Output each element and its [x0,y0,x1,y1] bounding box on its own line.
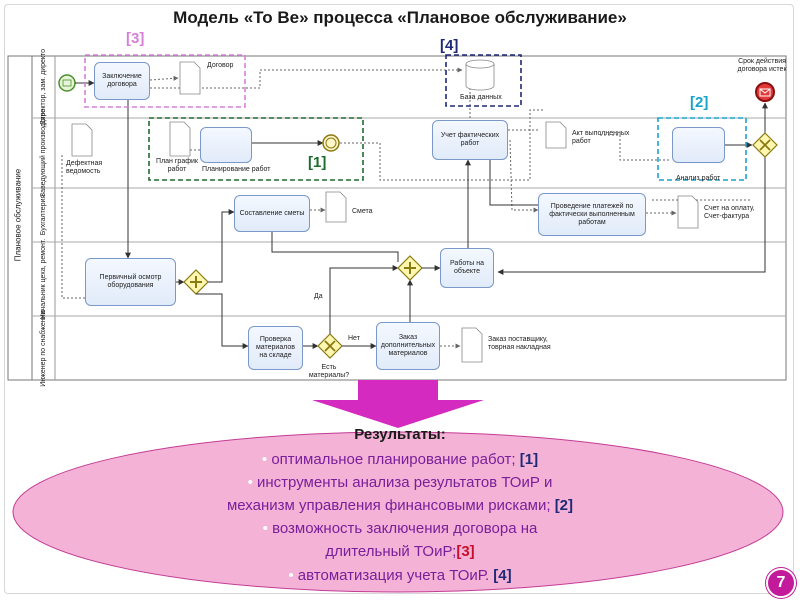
task-check-materials[interactable]: Проверка материалов на складе [248,326,303,370]
lane-label: Бухгалтерия [40,194,47,236]
doc-act-label: Акт выполненных работ [572,130,630,145]
lane-label: Инженер по снабжению [40,309,47,387]
task-payments[interactable]: Проведение платежей по фактически выполн… [538,193,646,236]
doc-contract-label: Договор [207,62,234,69]
tag-3: [3] [126,30,145,47]
doc-defect-label: Дефектная ведомость [66,160,103,175]
highlight-box-3 [84,54,246,108]
event-contract-expiry-label: Срок действия договора истек [737,58,787,73]
tag-1: [1] [308,154,327,171]
end-event [755,82,775,102]
results-item: механизм управления финансовыми рисками;… [226,497,574,514]
bpmn-diagram [7,54,787,381]
task-contract[interactable]: Заключение договора [94,62,150,100]
task-analysis-label: Анализ работ [676,175,721,182]
task-planning-icon-box[interactable] [200,127,252,163]
lane-label: Начальник цеха, ремонт. [40,238,47,320]
highlight-box-4 [445,54,522,107]
tag-4: [4] [440,37,459,54]
results-ellipse [12,431,784,593]
highlight-box-1 [148,117,364,181]
document-icon [71,61,699,363]
task-analysis-box[interactable] [672,127,725,163]
gateway-no-label: Нет [348,335,360,342]
tag-2: [2] [690,94,709,111]
task-object-works[interactable]: Работы на объекте [440,248,494,288]
page-number: 7 [776,574,786,591]
pool-label: Плановое обслуживание [13,168,23,262]
start-event [58,74,76,92]
gateway-yes-label: Да [314,293,323,300]
results-item: • инструменты анализа результатов ТОиР и [247,474,553,491]
results-graphic [12,380,784,593]
down-arrow [312,380,484,428]
page-number-badge: 7 [766,568,796,598]
task-estimate[interactable]: Составление сметы [234,195,310,232]
results-item: • возможность заключения договора на [262,520,538,537]
results-heading: Результаты: [354,426,446,443]
results-item: • оптимальное планирование работ; [1] [261,451,539,468]
lane-label: Заведующий производство [40,108,47,198]
doc-database-label: База данных [460,94,502,101]
results-item: • автоматизация учета ТОиР. [4] [288,567,512,584]
database-icon [465,59,495,91]
task-planning-label: Планирование работ [202,166,271,173]
results-item: длительный ТОиР;[3] [325,543,475,560]
slide-frame [4,4,794,594]
intermediate-event [322,134,340,152]
task-inspection[interactable]: Первичный осмотр оборудования [85,258,176,306]
doc-schedule-label: План график работ [156,158,198,173]
highlight-box-2 [657,117,747,181]
doc-invoice-label: Счет на оплату, Счет-фактура [704,205,755,220]
doc-estimate-label: Смета [352,208,373,215]
slide-title: Модель «To Be» процесса «Плановое обслуж… [173,8,627,27]
doc-supplier-order-label: Заказ поставщику, товрная накладная [488,336,551,351]
gateway-question-label: Есть материалы? [308,364,350,379]
task-actual-works[interactable]: Учет фактических работ [432,120,508,160]
task-order-materials[interactable]: Заказ дополнительных материалов [376,322,440,370]
